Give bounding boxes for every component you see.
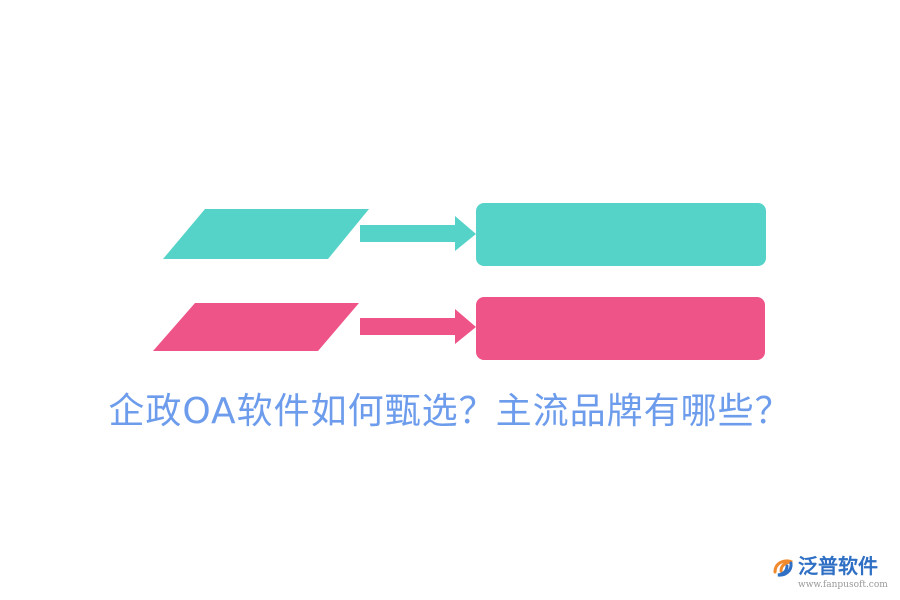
teal-arrow-head: [455, 216, 476, 251]
page-title: 企政OA软件如何甄选？主流品牌有哪些？: [108, 391, 792, 432]
fanpu-swirl-icon: [773, 559, 793, 577]
pink-parallelogram: [153, 303, 359, 351]
brand-url: www.fanpusoft.com: [798, 580, 888, 590]
pink-arrow-shaft: [360, 318, 458, 335]
pink-rounded-box: [476, 297, 765, 360]
teal-parallelogram: [163, 209, 369, 259]
teal-arrow-shaft: [360, 225, 458, 242]
brand-logo: 泛普软件 www.fanpusoft.com: [770, 552, 892, 592]
pink-arrow-head: [455, 309, 476, 344]
brand-name: 泛普软件: [798, 554, 878, 578]
teal-rounded-box: [476, 203, 766, 266]
